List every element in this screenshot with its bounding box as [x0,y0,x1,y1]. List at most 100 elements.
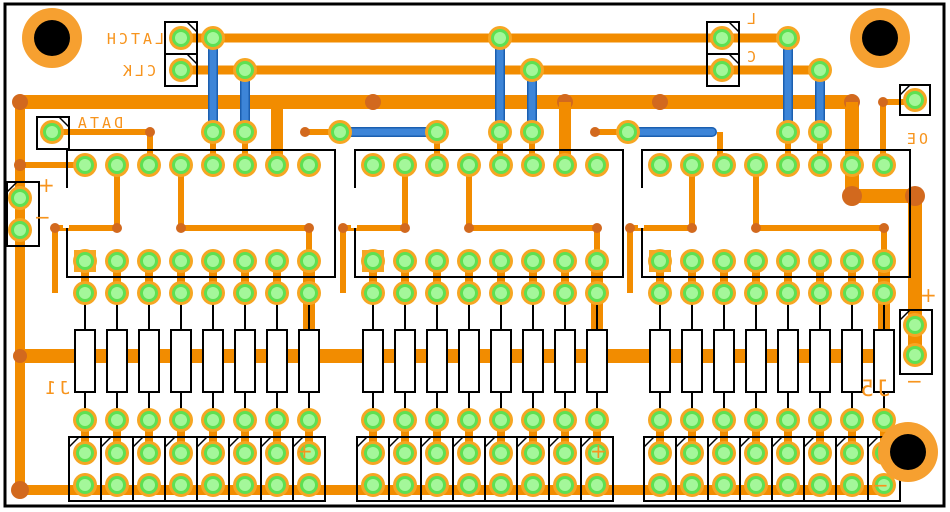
pad-drill [814,447,826,459]
pad-drill [367,447,379,459]
via [652,94,668,110]
clk-pad [808,58,832,82]
resistor-pad-bottom [521,408,545,432]
pad-drill [463,287,475,299]
ic-pin-top [265,153,289,177]
pad-drill [622,126,634,138]
resistor-pad-top [521,281,545,305]
label-ref-j5: J5 [858,377,891,402]
pad-drill [175,479,187,491]
resistor-body [74,329,96,393]
ic-pin-bottom [680,249,704,273]
data-in-header [36,116,70,150]
pad-drill [143,159,155,171]
pad-pin1 [361,249,385,273]
ic-trace [753,165,887,261]
pad-drill [175,32,187,44]
pad-drill [718,255,730,267]
pad-drill [14,192,26,204]
pad-drill [367,159,379,171]
resistor-pad-top [553,281,577,305]
led-cathode-pad [585,473,609,497]
pad-drill [814,126,826,138]
led-anode-pad [105,441,129,465]
led-anode-pad [585,441,609,465]
pad-drill [526,126,538,138]
ic-pin-bottom [872,249,896,273]
pin1-marker [452,436,464,448]
resistor-pad-top [73,281,97,305]
pad-drill [782,159,794,171]
pad-drill [654,159,666,171]
led-anode-pad [776,441,800,465]
pad-drill [111,479,123,491]
led-cathode-pad [680,473,704,497]
via [176,223,186,233]
led-cathode-pad [265,473,289,497]
led-anode-pad [393,441,417,465]
latch-pad [488,120,512,144]
pad-drill [909,94,921,106]
pad-drill [431,414,443,426]
pad-drill [431,255,443,267]
led-anode-pad [361,441,385,465]
led-header-outline [292,436,326,502]
via [687,223,697,233]
resistor-pad-bottom [489,408,513,432]
resistor-pad-bottom [744,408,768,432]
led-anode-pad [137,441,161,465]
pad-drill [207,255,219,267]
pin1-marker [899,84,911,96]
ic-pin-top [776,153,800,177]
pad-drill [782,126,794,138]
pad-drill [367,287,379,299]
power-out-minus-pad [903,343,927,367]
pin1-marker [228,436,240,448]
resistor-pad-top [680,281,704,305]
via [50,223,60,233]
led-cathode-pad [169,473,193,497]
resistor-pad-bottom [73,408,97,432]
label-power-out-minus: − [906,369,923,393]
label-latch: LATCH [104,30,164,48]
ic-pin-top [393,153,417,177]
resistor-body [234,329,256,393]
pad-drill [654,287,666,299]
pin1-marker [835,436,847,448]
pad-drill [399,447,411,459]
led-cathode-pad [744,473,768,497]
via [464,223,474,233]
mounting-hole [890,434,926,470]
resistor-pad-top [457,281,481,305]
led-cathode-pad [393,473,417,497]
resistor-body [490,329,512,393]
pad-drill [431,159,443,171]
resistor-body [266,329,288,393]
pad-drill [686,414,698,426]
led-anode-pad [840,441,864,465]
pad-drill [750,159,762,171]
pad-drill [271,479,283,491]
via [842,186,862,206]
ic-pin-top [489,153,513,177]
led-cathode-pad [776,473,800,497]
led-cathode-pad [425,473,449,497]
pad-drill [559,479,571,491]
pin1-marker [548,436,560,448]
pad-drill [716,64,728,76]
pin1-marker [132,436,144,448]
pad-drill [782,414,794,426]
oe-pad [903,88,927,112]
latch-pad [776,26,800,50]
resistor-pad-top [776,281,800,305]
clk-out-pad [710,58,734,82]
pin1-marker [484,436,496,448]
led-anode-pad [553,441,577,465]
label-oe: OE [904,130,928,148]
pad-drill [878,479,890,491]
led-anode-pad [73,441,97,465]
led-cathode-pad [840,473,864,497]
led-anode-pad [169,441,193,465]
pad-drill [431,287,443,299]
pin1-marker [6,181,18,193]
